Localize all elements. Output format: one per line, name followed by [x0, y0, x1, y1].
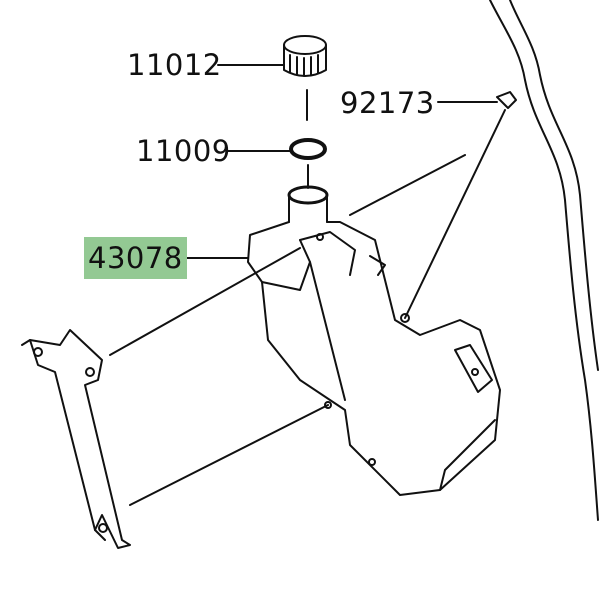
bracket [21, 329, 131, 549]
reservoir-tank-43078 [247, 185, 501, 496]
hose [489, 0, 599, 521]
bolt-92173 [496, 91, 517, 109]
part-label-43078-highlighted[interactable]: 43078 [84, 237, 187, 279]
part-label-11012[interactable]: 11012 [127, 48, 222, 82]
part-label-92173[interactable]: 92173 [340, 86, 435, 120]
cap-11012 [283, 35, 327, 77]
gasket-11009 [289, 138, 327, 160]
part-label-11009[interactable]: 11009 [136, 134, 231, 168]
